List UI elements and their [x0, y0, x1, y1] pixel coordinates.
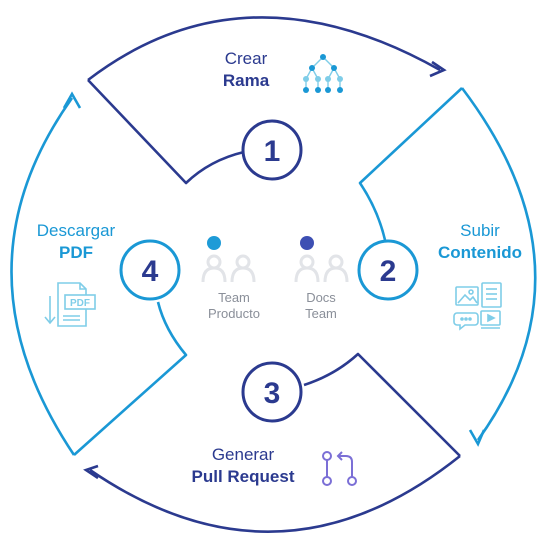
- step-2-label-line2: Contenido: [437, 243, 523, 262]
- segment-descargar-pdf: [10, 97, 188, 456]
- pdf-download-icon: PDF: [44, 282, 96, 327]
- step-4-circle: [119, 239, 181, 301]
- step-3-circle: [241, 361, 303, 423]
- step-2-label: Subir Contenido: [420, 220, 540, 264]
- step-1-label-line2: Rama: [222, 71, 270, 90]
- step-3-label-line1: Generar: [211, 445, 275, 464]
- step-4-number: 4: [142, 255, 159, 288]
- arrow-top: [429, 60, 447, 78]
- arrow-right: [468, 429, 486, 447]
- segment-crear-rama: [87, 16, 441, 185]
- step-2-circle: [357, 239, 419, 301]
- step-1-number: 1: [264, 135, 281, 168]
- pdf-icon-text: PDF: [70, 298, 90, 309]
- tree-hierarchy-icon: [303, 54, 343, 93]
- git-pull-request-icon: [322, 451, 357, 486]
- arrow-bottom: [83, 464, 99, 480]
- step-1-label: Crear Rama: [196, 48, 296, 92]
- step-2-label-line1: Subir: [460, 221, 500, 240]
- arrow-left: [62, 91, 82, 109]
- step-3-number: 3: [264, 377, 281, 410]
- step-2-number: 2: [380, 255, 397, 288]
- step-1-label-line1: Crear: [224, 49, 268, 68]
- team-producto-icon: [201, 236, 256, 283]
- team-docs-line2: Team: [305, 306, 337, 321]
- segment-subir-contenido: [358, 87, 537, 441]
- team-producto-line1: Team: [218, 290, 250, 305]
- team-docs-label: Docs Team: [288, 290, 354, 322]
- step-3-label: Generar Pull Request: [168, 444, 318, 488]
- team-docs-icon: [294, 236, 349, 283]
- step-3-label-line2: Pull Request: [191, 467, 295, 486]
- step-4-label-line1: Descargar: [36, 221, 116, 240]
- team-producto-label: Team Producto: [196, 290, 272, 322]
- step-1-circle: [241, 119, 303, 181]
- step-4-label-line2: PDF: [59, 243, 93, 262]
- team-producto-line2: Producto: [207, 306, 261, 321]
- segment-pull-request: [89, 352, 461, 533]
- step-4-label: Descargar PDF: [18, 220, 134, 264]
- team-docs-line1: Docs: [306, 290, 336, 305]
- media-content-icon: [453, 282, 502, 331]
